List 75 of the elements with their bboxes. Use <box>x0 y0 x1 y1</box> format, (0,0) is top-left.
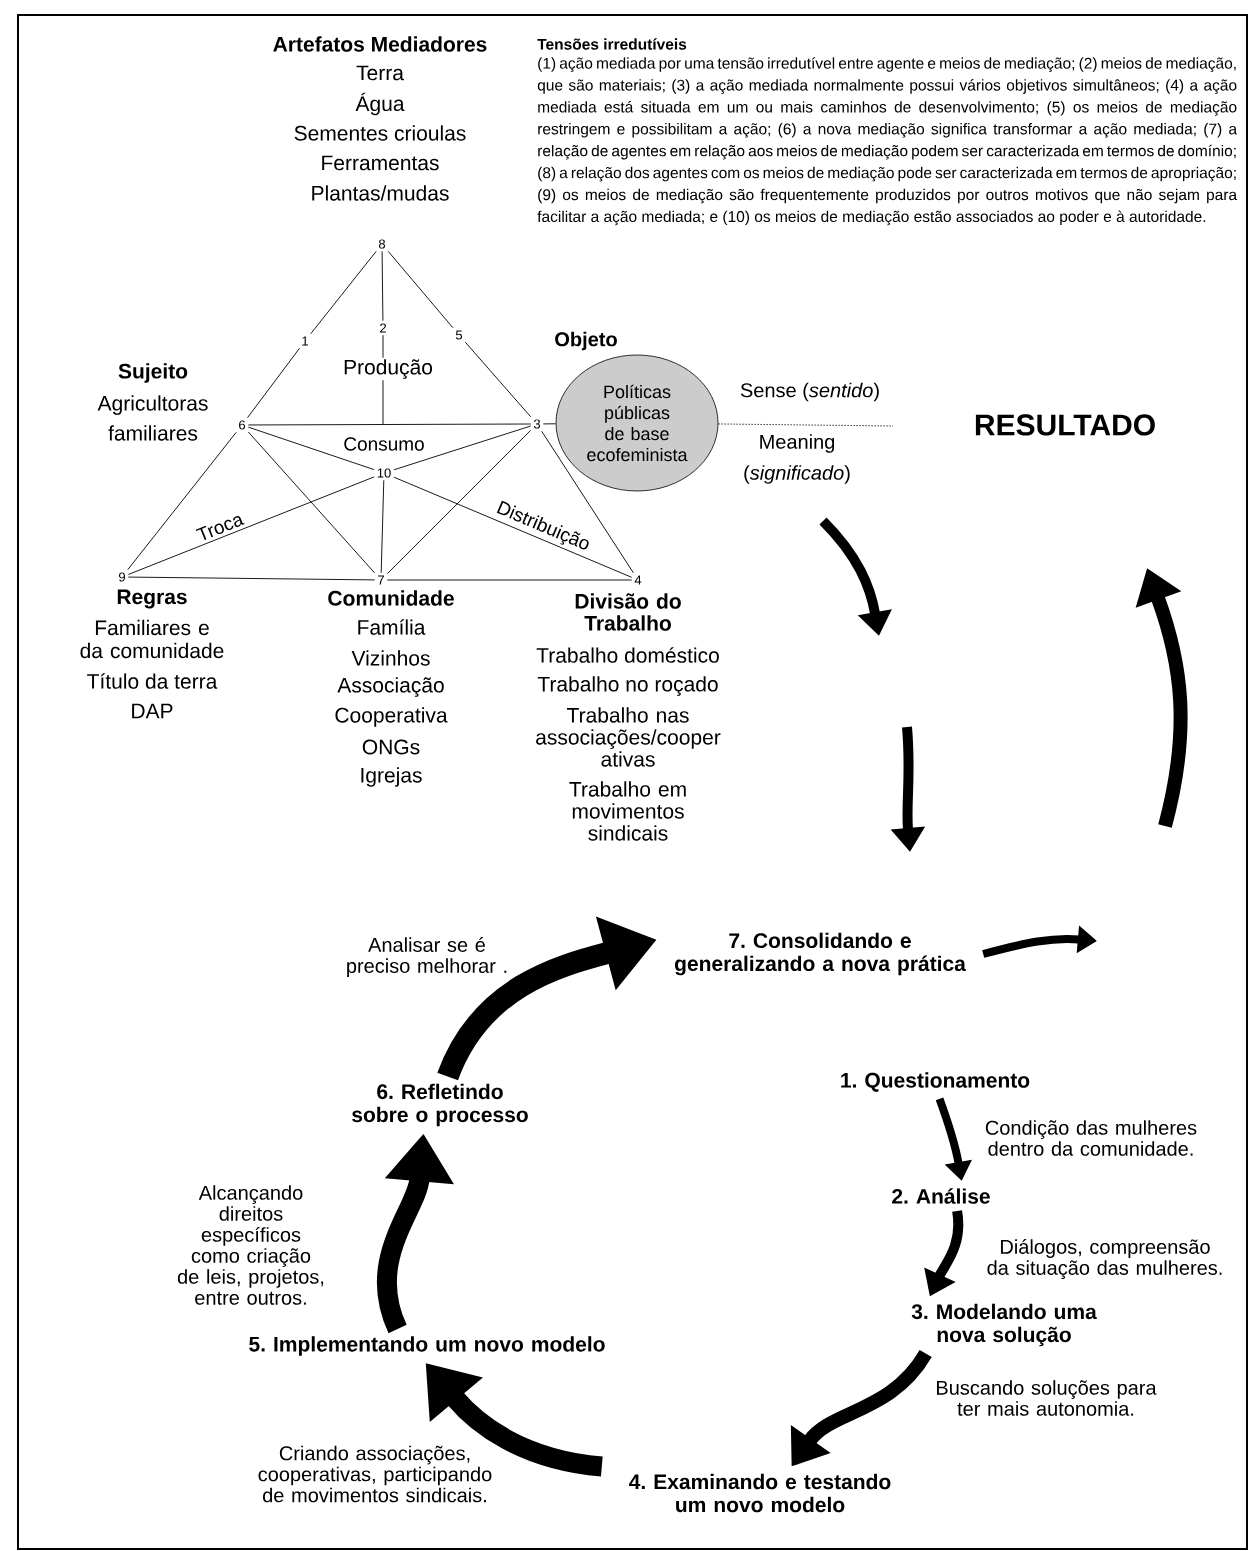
connector-line <box>310 250 377 335</box>
step-text: 1. Questionamento <box>841 1072 1030 1092</box>
vertex-number: 9 <box>119 572 125 582</box>
edge-label: Analisar se é preciso melhorar . <box>347 937 507 977</box>
connector-line <box>380 479 385 574</box>
step-text: 4. Examinando e testando um novo modelo <box>629 1473 891 1513</box>
annotation: Meaning (significado) <box>744 434 850 484</box>
vertex-number: 1 <box>302 336 308 346</box>
list-item: Plantas/mudas <box>312 185 449 201</box>
connector-line <box>464 341 532 418</box>
list-item: Ferramentas <box>322 155 439 171</box>
column-heading: Sujeito <box>118 363 188 383</box>
connector-line <box>247 426 375 471</box>
connector-line <box>127 431 237 571</box>
area-label: Consumo <box>344 437 424 451</box>
column-heading: Artefatos Mediadores <box>273 36 487 52</box>
list-item: Trabalho doméstico <box>536 647 719 663</box>
paragraph: (1) ação mediada por uma tensão irredutível entre agente e meios de mediação; (2) meios de mediação, que são materiais; (3) a ação mediada normalmente possui vários objetivos simultâneos; (4) a ação mediada está situada em um ou mais caminhos de desenvolvimento; (5) os meios de mediação restringem e possibilitam a ação; (6) a nova mediação significa transformar a ação mediada; (7) a relação de agentes em relação aos meios de mediação podem ser caracterizada em termos de domínio; (8) a relação dos agentes com os meios de mediação pode ser caracterizada em termos de apropriação; (9) os meios de mediação são frequentemente produzidos por outros motivos que não sejam para facilitar a ação mediada; e (10) os meios de mediação estão associados ao poder e à autoridade. <box>537 57 1238 226</box>
vertex-number: 8 <box>378 239 386 249</box>
list-item: Associação <box>337 677 444 697</box>
vertex-number: 5 <box>455 330 463 340</box>
list-item: Igrejas <box>361 767 422 787</box>
connector-line <box>542 423 557 425</box>
heading: Objeto <box>555 331 617 351</box>
vertex-number: 6 <box>239 420 246 430</box>
connector-line <box>386 429 532 575</box>
column-heading: Comunidade <box>328 590 454 606</box>
column-heading: Divisão do Trabalho <box>575 593 681 631</box>
list-item: Cooperativa <box>335 707 448 727</box>
edge-label: Buscando soluções para ter mais autonomia. <box>937 1380 1157 1416</box>
vertex-number: 4 <box>634 575 642 585</box>
vertex-number: 3 <box>533 419 541 429</box>
list-item: Vizinhos <box>351 650 430 666</box>
list-item: Agricultoras familiares <box>97 395 208 441</box>
step-text: 6. Refletindo sobre o processo <box>352 1083 528 1127</box>
connector-line <box>127 576 376 581</box>
column-heading: Regras <box>117 589 187 609</box>
vertex-number: 2 <box>380 323 386 333</box>
connector-line <box>386 579 633 581</box>
list-item: ONGs <box>362 739 420 755</box>
list-item: Terra <box>356 65 404 81</box>
vertex-number: 7 <box>378 575 384 585</box>
edge-label: Criando associações, cooperativas, participando de movimentos sindicais. <box>258 1445 492 1503</box>
list-item: Título da terra <box>87 673 218 689</box>
annotation: Sense (sentido) <box>740 382 879 402</box>
edge-label: Condição das mulheres dentro da comunidade. <box>985 1120 1197 1156</box>
connector-line <box>541 430 634 574</box>
connector-line <box>247 347 301 419</box>
connector-line <box>393 476 633 578</box>
connector-line <box>393 425 532 471</box>
connector-line <box>381 250 384 322</box>
connector-line <box>387 250 454 329</box>
step-text: 2. Análise <box>892 1188 990 1204</box>
list-item: Água <box>355 92 405 116</box>
edge-label: Alcançando direitos específicos como criação de leis, projetos, entre outros. <box>177 1185 324 1305</box>
list-item: Sementes crioulas <box>294 125 466 141</box>
list-item: DAP <box>132 703 173 719</box>
list-item: Trabalho em movimentos sindicais <box>569 781 686 841</box>
list-item: Família <box>358 619 426 635</box>
result-heading: RESULTADO <box>975 414 1155 436</box>
dotted-line <box>718 423 894 427</box>
edge-label: Produção <box>341 357 435 381</box>
paragraph-heading: Tensões irredutíveis <box>537 38 687 50</box>
connector-line <box>127 476 375 575</box>
connector-line <box>247 423 532 426</box>
list-item: Trabalho no roçado <box>537 676 718 696</box>
list-item: Familiares e da comunidade <box>80 619 224 659</box>
step-text: 7. Consolidando e generalizando a nova prática <box>675 932 966 976</box>
list-item: Trabalho nas associações/cooper ativas <box>536 707 721 767</box>
step-text: 3. Modelando uma nova solução <box>911 1303 1097 1347</box>
connector-line <box>247 431 376 574</box>
vertex-number: 10 <box>377 468 391 478</box>
edge-label: Troca <box>195 516 245 541</box>
step-text: 5. Implementando um novo modelo <box>249 1336 605 1356</box>
edge-label: Diálogos, compreensão da situação das mulheres. <box>987 1239 1222 1279</box>
